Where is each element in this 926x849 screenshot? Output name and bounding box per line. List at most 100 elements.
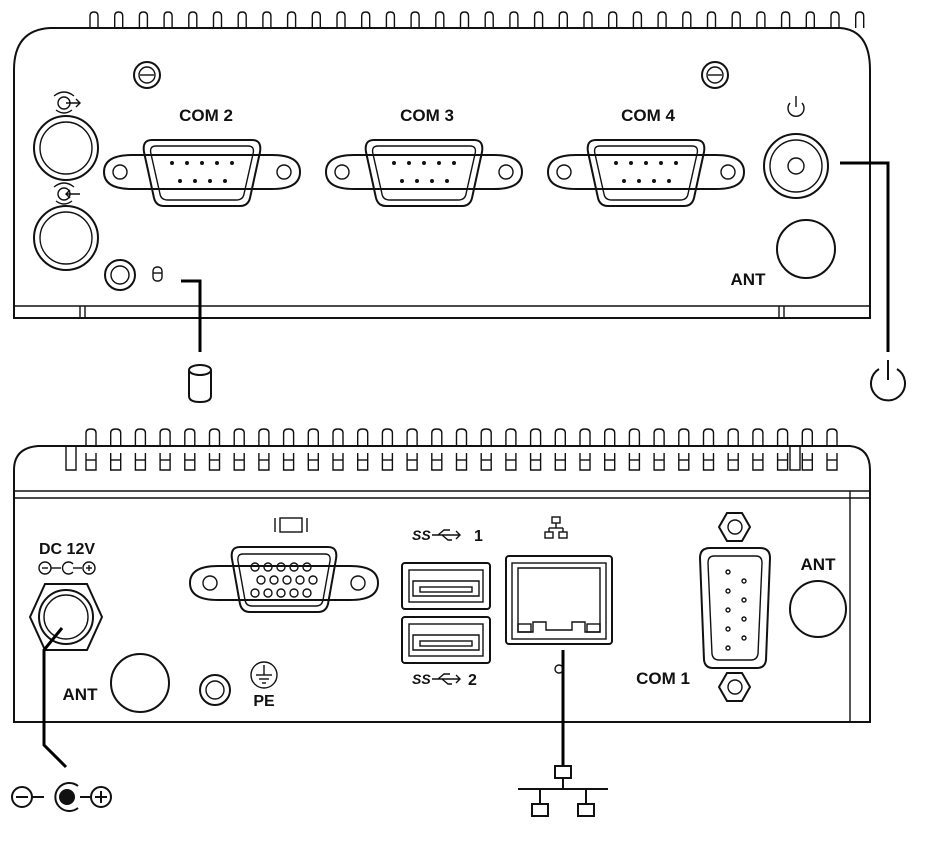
fin bbox=[604, 453, 616, 471]
fin bbox=[85, 428, 97, 446]
fin bbox=[336, 11, 346, 28]
vga-port[interactable] bbox=[188, 546, 380, 613]
vga-pin bbox=[263, 562, 273, 572]
vga-pin bbox=[295, 575, 305, 585]
usb3-icon: SS bbox=[412, 671, 461, 687]
fin bbox=[533, 11, 544, 28]
fin bbox=[357, 453, 369, 471]
storage-led bbox=[104, 259, 136, 291]
audio-out-icon bbox=[53, 91, 81, 114]
vga-pin bbox=[269, 575, 279, 585]
fin bbox=[628, 428, 641, 446]
audio-out-jack[interactable] bbox=[33, 115, 99, 181]
storage-icon bbox=[188, 364, 212, 404]
fin bbox=[653, 428, 665, 446]
antenna-top bbox=[776, 219, 836, 279]
power-callout bbox=[840, 161, 906, 402]
dc-label: DC 12V bbox=[39, 541, 95, 558]
fin bbox=[282, 453, 295, 471]
fin bbox=[805, 11, 815, 28]
fin bbox=[262, 11, 272, 28]
fin bbox=[657, 11, 667, 28]
com4-port[interactable] bbox=[546, 139, 746, 207]
com3-port[interactable] bbox=[324, 139, 524, 207]
com4-label: COM 4 bbox=[621, 106, 675, 125]
dc-power-jack[interactable] bbox=[28, 583, 104, 651]
fin bbox=[855, 11, 865, 28]
usb2-label: 2 bbox=[468, 672, 477, 689]
fin bbox=[134, 453, 147, 471]
fin bbox=[282, 428, 295, 446]
fin bbox=[756, 11, 766, 28]
ant-top-label: ANT bbox=[731, 270, 767, 289]
bottom-panel: DC 12V ANT PE bbox=[13, 428, 871, 723]
fin bbox=[258, 428, 270, 446]
fin bbox=[208, 428, 221, 446]
fin bbox=[752, 428, 764, 446]
fin bbox=[529, 428, 542, 446]
fin bbox=[480, 453, 492, 471]
fin bbox=[604, 428, 616, 446]
com2-label: COM 2 bbox=[179, 106, 233, 125]
vga-icon bbox=[274, 517, 308, 533]
fin bbox=[509, 11, 519, 28]
fin bbox=[752, 453, 764, 471]
vga-pin bbox=[276, 562, 286, 572]
usb1-label: 1 bbox=[474, 528, 483, 545]
fin bbox=[110, 428, 122, 446]
fin bbox=[138, 11, 149, 28]
vga-pin bbox=[302, 588, 312, 598]
vga-pin bbox=[289, 562, 299, 572]
vga-pin bbox=[250, 588, 260, 598]
power-button[interactable] bbox=[763, 133, 829, 199]
com2-port[interactable] bbox=[102, 139, 302, 207]
svg-text:SS: SS bbox=[412, 527, 431, 543]
storage-callout bbox=[181, 279, 212, 404]
fin bbox=[826, 428, 838, 446]
svg-text:SS: SS bbox=[412, 671, 431, 687]
com1-port[interactable] bbox=[698, 547, 772, 669]
fin bbox=[826, 453, 838, 471]
network-icon bbox=[518, 765, 608, 817]
fin bbox=[801, 453, 813, 471]
vga-pin bbox=[289, 588, 299, 598]
fin bbox=[208, 453, 221, 471]
ant-right-label: ANT bbox=[801, 555, 837, 574]
usb-port-2[interactable] bbox=[401, 616, 491, 664]
lan-port[interactable] bbox=[505, 555, 613, 645]
fin bbox=[311, 11, 321, 28]
vga-pin bbox=[250, 562, 260, 572]
fin bbox=[332, 453, 344, 471]
com3-label: COM 3 bbox=[400, 106, 454, 125]
ground-screw bbox=[199, 674, 231, 706]
fin bbox=[184, 453, 196, 471]
fin bbox=[780, 11, 791, 28]
fin bbox=[381, 453, 394, 471]
usb-port-1[interactable] bbox=[401, 562, 491, 610]
fin bbox=[410, 11, 420, 28]
fin bbox=[406, 428, 418, 446]
com1-screw-top bbox=[717, 512, 752, 542]
fin bbox=[406, 453, 418, 471]
fin bbox=[307, 453, 319, 471]
screw-top-left bbox=[133, 61, 161, 89]
fin bbox=[459, 11, 470, 28]
fin bbox=[682, 11, 692, 28]
fin bbox=[159, 453, 171, 471]
fin bbox=[702, 453, 715, 471]
fin bbox=[258, 453, 270, 471]
fin bbox=[579, 428, 591, 446]
fin bbox=[431, 428, 443, 446]
fin bbox=[558, 11, 568, 28]
vga-pin bbox=[263, 588, 273, 598]
fin bbox=[529, 453, 542, 471]
fin bbox=[505, 428, 517, 446]
fin bbox=[184, 428, 196, 446]
fin bbox=[455, 428, 468, 446]
fin bbox=[653, 453, 665, 471]
fin bbox=[830, 11, 840, 28]
fin bbox=[233, 428, 245, 446]
top-chassis bbox=[13, 27, 871, 319]
audio-in-jack[interactable] bbox=[33, 205, 99, 271]
